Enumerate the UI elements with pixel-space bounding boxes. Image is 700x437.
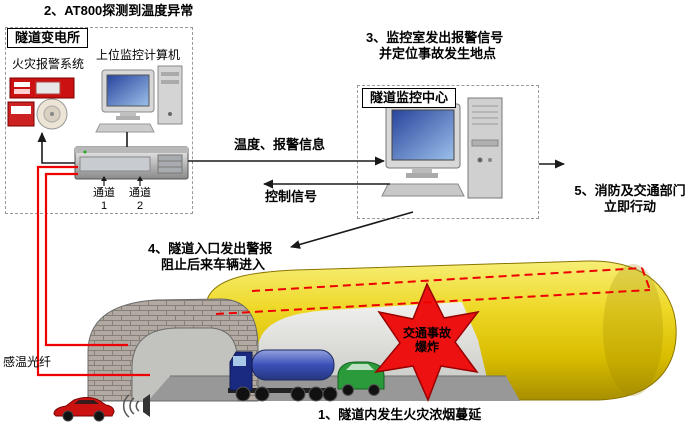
fiber-label: 感温光纤: [3, 355, 52, 369]
smoke-detector-icon: [36, 98, 68, 130]
alarm-siren-icon: [122, 394, 150, 418]
channel2-label: 通道 2: [129, 187, 151, 212]
monitoring-workstation-icon: [381, 97, 503, 199]
fire-alarm-system-icon: [7, 77, 75, 130]
channel1-label: 通道 1: [93, 187, 115, 212]
temp-alarm-info-label: 温度、报警信息: [234, 137, 326, 152]
explosion-icon: [374, 282, 480, 402]
monitoring-center-group-box: [357, 85, 539, 219]
tunnel-illustration: [53, 260, 677, 422]
control-signal-label: 控制信号: [265, 189, 318, 204]
rack-to-alarm-line: [37, 132, 75, 164]
red-sports-car-icon: [53, 397, 115, 422]
host-computer-label: 上位监控计算机: [96, 48, 181, 62]
monitoring-center-title: 隧道监控中心: [362, 88, 457, 109]
channel1-arrowhead: [101, 176, 107, 181]
step1-label: 1、隧道内发生火灾浓烟蔓延: [318, 407, 482, 422]
step2-label: 2、AT800探测到温度异常: [44, 3, 194, 18]
substation-title: 隧道变电所: [7, 28, 89, 49]
tunnel-end-cap: [603, 264, 663, 396]
step4-label: 4、隧道入口发出警报 阻止后来车辆进入: [148, 241, 273, 273]
fiber-cable-line-1: [36, 165, 150, 377]
tanker-truck-icon: [228, 349, 338, 402]
step5-label: 5、消防及交通部门 立即行动: [574, 183, 686, 215]
substation-group-box: [5, 27, 193, 214]
green-car-icon: [337, 361, 385, 396]
fire-alarm-label: 火灾报警系统: [12, 57, 85, 71]
explosion-label: 交通事故 爆炸: [402, 326, 451, 354]
host-computer-icon: [95, 65, 183, 133]
fiber-dashed-line: [215, 267, 651, 315]
step3-label: 3、监控室发出报警信号 并定位事故发生地点: [366, 30, 504, 62]
channel2-arrowhead: [137, 176, 143, 181]
at800-rack-icon: [74, 146, 189, 180]
entrance-warning-arrow: [290, 211, 414, 249]
fiber-cable-line-2: [44, 172, 128, 347]
